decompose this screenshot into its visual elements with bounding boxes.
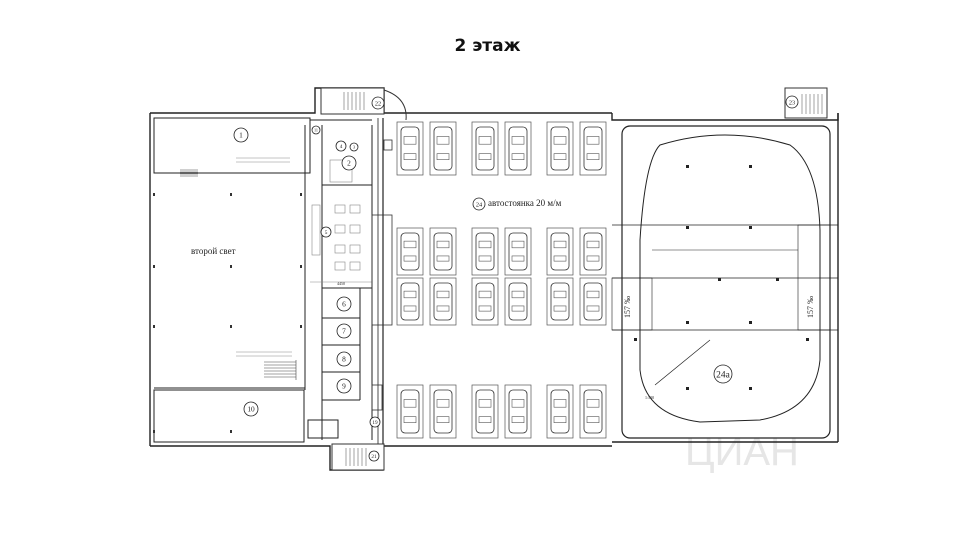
parking-stall [504, 277, 532, 326]
parking-stall [396, 121, 424, 176]
service-core [371, 139, 393, 411]
parking-stall [504, 121, 532, 176]
room-marker-r8: 8 [336, 351, 352, 367]
room-number: 1 [239, 131, 243, 140]
parking-stall [471, 384, 499, 439]
parking-stall [579, 227, 607, 276]
room-number: 4 [340, 144, 343, 150]
inner-stairs [180, 169, 297, 380]
parking-stall [396, 277, 424, 326]
room-marker-r7: 7 [336, 323, 352, 339]
room-number: 8 [342, 355, 346, 364]
room-number: 3 [353, 145, 355, 150]
parking-stall [504, 227, 532, 276]
room-marker-r9: 9 [336, 378, 352, 394]
parking-stall [546, 121, 574, 176]
room-marker-r19: 19 [369, 416, 381, 428]
room-marker-r24: 24 [472, 197, 486, 211]
room-marker-r1: 1 [233, 127, 249, 143]
room-marker-r24a: 24а [713, 364, 733, 384]
room-marker-r6: 6 [336, 296, 352, 312]
annotation-lines [236, 157, 372, 357]
room-marker-r10: 10 [243, 401, 259, 417]
watermark: ЦИАН [685, 430, 799, 474]
parking-stall [579, 384, 607, 439]
parking-stall [471, 121, 499, 176]
room-number: 5 [325, 230, 328, 236]
room-number: 24 [476, 201, 483, 208]
room-number: 24а [716, 370, 730, 380]
parking-label: автостоянка 20 м/м [488, 198, 562, 208]
parking-stall [504, 384, 532, 439]
parking-stall [429, 121, 457, 176]
left-block-walls [153, 117, 373, 443]
room-marker-r2: 2 [341, 155, 357, 171]
room-number: 9 [342, 382, 346, 391]
room-marker-r3: 3 [349, 142, 359, 152]
room-number: 10 [247, 405, 255, 414]
parking-stall [546, 227, 574, 276]
room-marker-r5: 5 [320, 226, 332, 238]
ramp-columns [634, 165, 809, 390]
room-5-furniture [311, 159, 361, 271]
parking-stall [429, 277, 457, 326]
ramp-area [611, 125, 838, 439]
room-marker-r21: 21 [368, 450, 380, 462]
second-light-label: второй свет [191, 246, 236, 256]
parking-stall [471, 277, 499, 326]
dimension-label: 4450 [337, 281, 345, 286]
parking-stalls [396, 121, 607, 439]
room-number: 2 [347, 159, 351, 168]
ramp-slope-left: 157 ‰ [623, 296, 632, 318]
parking-stall [579, 277, 607, 326]
room-number: 11 [314, 128, 318, 133]
parking-stall [546, 384, 574, 439]
parking-stall [546, 277, 574, 326]
parking-stall [429, 384, 457, 439]
room-marker-r11: 11 [311, 125, 321, 135]
room-number: 23 [789, 99, 795, 106]
ramp-ratio: 1:500 [645, 395, 654, 400]
parking-stall [396, 227, 424, 276]
room-marker-r4: 4 [335, 140, 347, 152]
parking-stall [471, 227, 499, 276]
parking-stall [396, 384, 424, 439]
room-number: 7 [342, 327, 346, 336]
room-marker-r23: 23 [785, 95, 799, 109]
parking-stall [429, 227, 457, 276]
room-number: 22 [375, 100, 381, 107]
column-marks [153, 193, 302, 433]
parking-stall [579, 121, 607, 176]
room-number: 21 [371, 454, 377, 460]
floor-title: 2 этаж [454, 36, 521, 56]
room-marker-r22: 22 [371, 96, 385, 110]
ramp-slope-right: 157 ‰ [806, 296, 815, 318]
room-number: 19 [372, 420, 378, 426]
stair-steps [343, 92, 823, 466]
room-number: 6 [342, 300, 346, 309]
